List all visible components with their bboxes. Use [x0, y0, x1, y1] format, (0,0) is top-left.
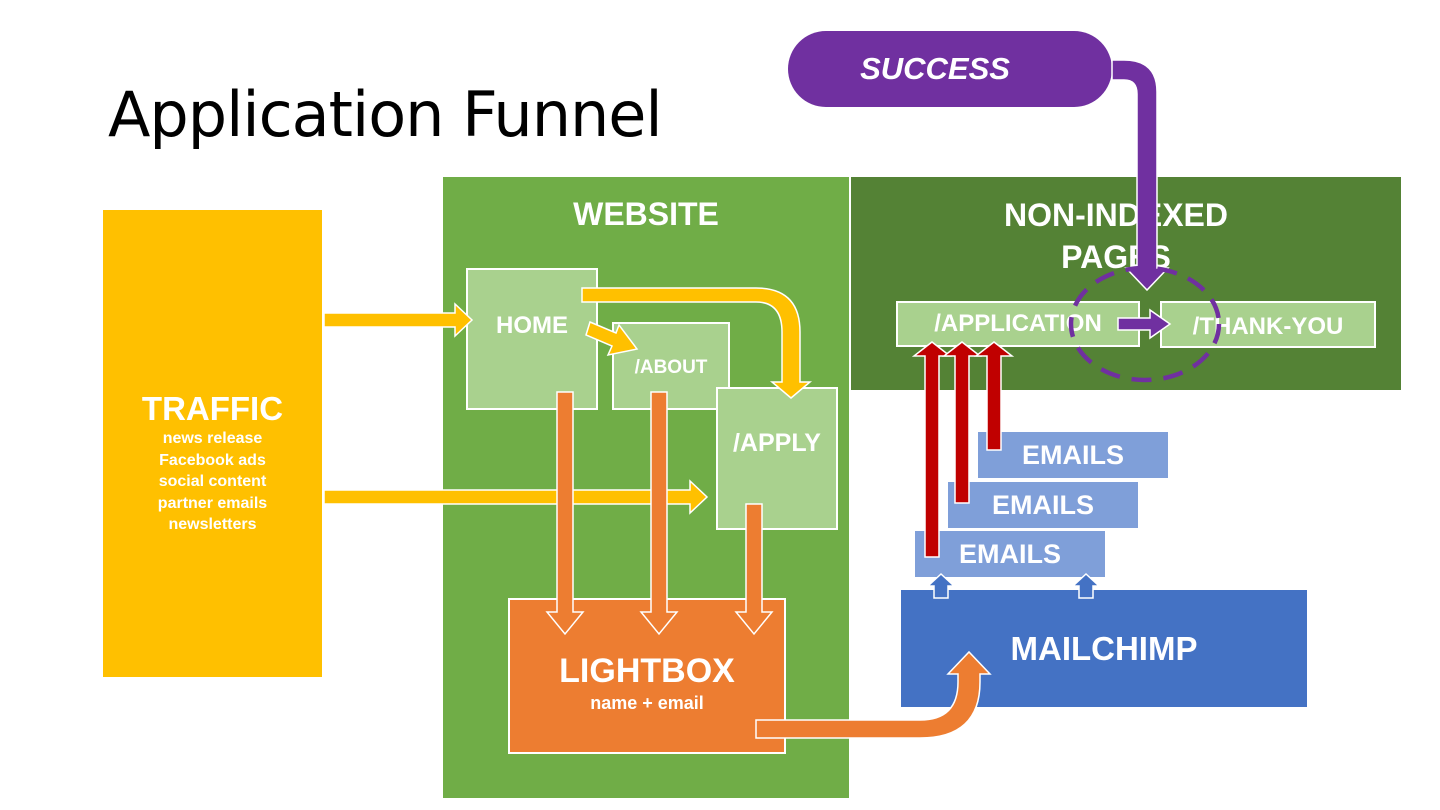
arrow-application-to-thank-you [1117, 308, 1172, 340]
arrow-mailchimp-to-emails-right [1071, 572, 1101, 599]
arrow-traffic-to-home [323, 302, 474, 338]
lightbox-sublabel: name + email [590, 693, 704, 713]
arrow-email-bottom-to-application [911, 341, 953, 558]
traffic-source-facebook-ads: Facebook ads [159, 451, 266, 469]
nonindexed-title-line1: NON-INDEXED [1003, 197, 1228, 233]
emails-box-bottom: EMAILS [915, 531, 1105, 577]
arrow-home-to-lightbox [545, 391, 585, 636]
emails-box-middle: EMAILS [948, 482, 1138, 528]
about-page-box: /ABOUT [612, 322, 730, 410]
arrow-email-top-to-application [973, 341, 1015, 451]
lightbox-label: LIGHTBOX [559, 652, 735, 690]
arrow-home-to-about [585, 320, 639, 357]
traffic-source-news-release: news release [162, 430, 263, 447]
traffic-source-partner-emails: partner emails [157, 494, 268, 512]
traffic-source-newsletters: newsletters [168, 516, 257, 533]
arrow-apply-to-lightbox [734, 503, 774, 636]
traffic-box: TRAFFIC news release Facebook ads social… [103, 210, 322, 677]
traffic-label: TRAFFIC [141, 390, 284, 427]
conversion-highlight-circle [1068, 265, 1222, 383]
success-pill: SUCCESS [788, 31, 1112, 107]
arrow-email-middle-to-application [941, 341, 983, 504]
page-title: Application Funnel [108, 78, 663, 151]
apply-page-box: /APPLY [716, 387, 838, 530]
emails-box-top: EMAILS [978, 432, 1168, 478]
arrow-lightbox-to-mailchimp [755, 650, 992, 739]
arrow-mailchimp-to-emails-left [926, 572, 956, 599]
home-page-box: HOME [466, 268, 598, 410]
arrow-about-to-lightbox [639, 391, 679, 636]
website-panel-title: WEBSITE [573, 196, 719, 232]
lightbox-box: LIGHTBOX name + email [508, 598, 786, 754]
arrow-traffic-to-apply [323, 479, 709, 515]
traffic-source-social-content: social content [158, 473, 267, 490]
arrow-success-to-conversion [1111, 59, 1170, 292]
arrow-home-to-apply [581, 287, 813, 399]
